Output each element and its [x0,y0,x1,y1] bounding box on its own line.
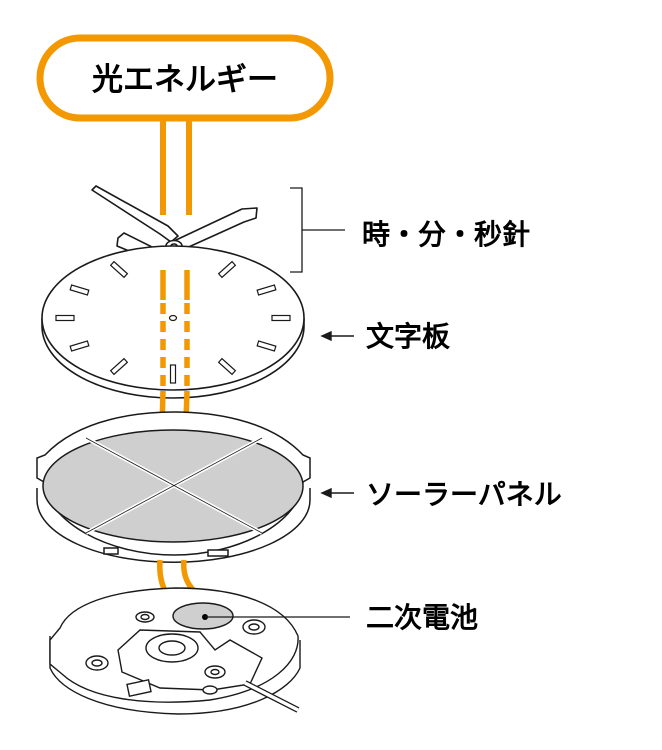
solar-panel [36,411,311,563]
hour-marker [169,364,177,384]
minute-hand [91,185,179,243]
hour-marker [69,284,90,296]
hour-marker [256,340,277,352]
light-energy-badge: 光エネルギー [36,34,334,122]
dial-center [168,314,178,322]
movement-gear-large-inner [158,640,186,656]
hour-marker [271,314,291,322]
hour-marker [109,357,129,376]
hour-marker [217,357,237,376]
hour-marker [217,260,237,279]
dial-label: 文字板 [366,320,450,353]
hands-bracket [290,187,345,273]
battery-label: 二次電池 [366,601,478,634]
hour-marker [256,284,277,296]
solar-panel-label: ソーラーパネル [366,478,562,511]
light-energy-pill [36,34,334,122]
secondary-battery [172,602,234,630]
dial-pointer [320,330,354,342]
hour-marker [109,260,129,279]
solar-panel-tab-right [207,549,229,557]
light-energy-title: 光エネルギー [92,62,278,98]
hour-marker [55,314,75,322]
light-rays-top [160,118,192,215]
hands-label: 時・分・秒針 [362,218,530,251]
solar-panel-pointer [320,487,354,499]
solar-panel-tab-left [103,547,119,555]
movement-jewel [202,685,218,695]
movement-plate [126,679,152,697]
watch-movement [49,587,301,715]
hour-marker [69,340,90,352]
hour-markers [55,260,291,384]
dial [41,245,305,399]
